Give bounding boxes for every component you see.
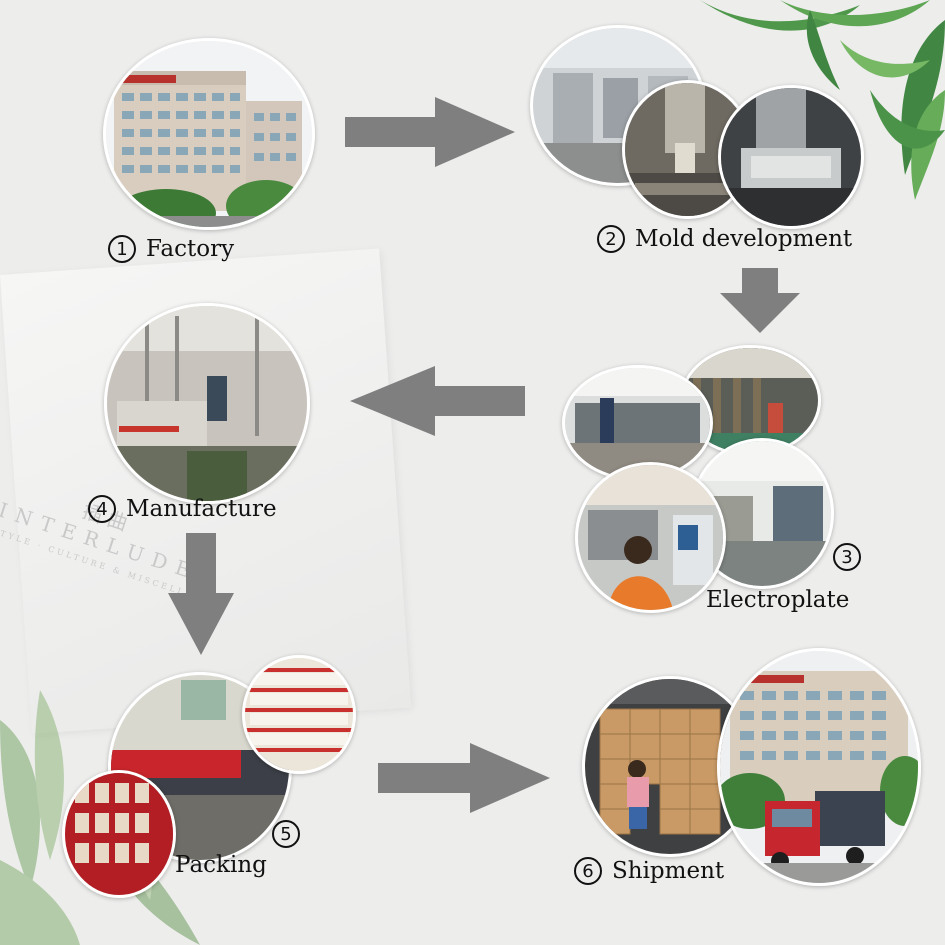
electroplate-workshop-photo (562, 365, 713, 481)
packing-boxes-photo (62, 770, 176, 898)
arrow-right-1 (345, 97, 515, 167)
step-1-number: 1 (108, 235, 136, 263)
step-3-label: Electroplate (706, 587, 849, 613)
arrow-down-1 (720, 268, 800, 333)
mold-cnc-photo (718, 85, 864, 229)
arrow-right-2 (378, 743, 550, 813)
step-4-number: 4 (88, 495, 116, 523)
step-6-label: 6 Shipment (574, 857, 724, 885)
arrow-down-2 (168, 533, 234, 655)
factory-photo (103, 38, 315, 230)
step-6-title: Shipment (612, 858, 725, 884)
step-5-label: Packing (175, 852, 267, 878)
step-1-label: 1 Factory (108, 235, 234, 263)
step-3-number: 3 (833, 543, 861, 571)
step-5-number-label: 5 (272, 820, 300, 848)
step-1-title: Factory (146, 236, 235, 262)
step-2-title: Mold development (635, 226, 853, 252)
step-5-title: Packing (175, 852, 267, 878)
step-4-label: 4 Manufacture (88, 495, 277, 523)
electroplate-operator-photo (575, 462, 726, 613)
packing-stack-photo (242, 655, 356, 774)
step-2-number: 2 (597, 225, 625, 253)
step-6-number: 6 (574, 857, 602, 885)
step-5-number: 5 (272, 820, 300, 848)
arrow-left-1 (350, 366, 525, 436)
manufacture-photo (104, 303, 310, 504)
shipment-truck-photo (717, 648, 921, 886)
step-4-title: Manufacture (126, 496, 277, 522)
step-3-number-label: 3 (833, 543, 861, 571)
step-3-title: Electroplate (706, 587, 850, 613)
step-2-label: 2 Mold development (597, 225, 852, 253)
